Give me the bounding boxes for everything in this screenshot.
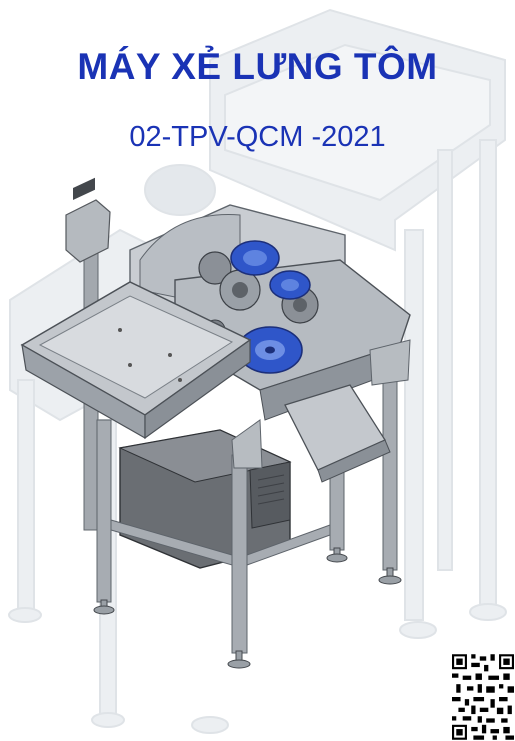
feed-tray	[20, 281, 252, 440]
ghost-machine	[8, 8, 507, 734]
page-title: MÁY XẺ LƯNG TÔM	[77, 46, 438, 87]
document-code: 02-TPV-QCM -2021	[129, 121, 386, 153]
leveling-feet	[93, 547, 402, 669]
frame-legs-front	[96, 339, 411, 654]
qr-code-icon	[452, 654, 514, 740]
discharge-chute	[284, 384, 391, 483]
